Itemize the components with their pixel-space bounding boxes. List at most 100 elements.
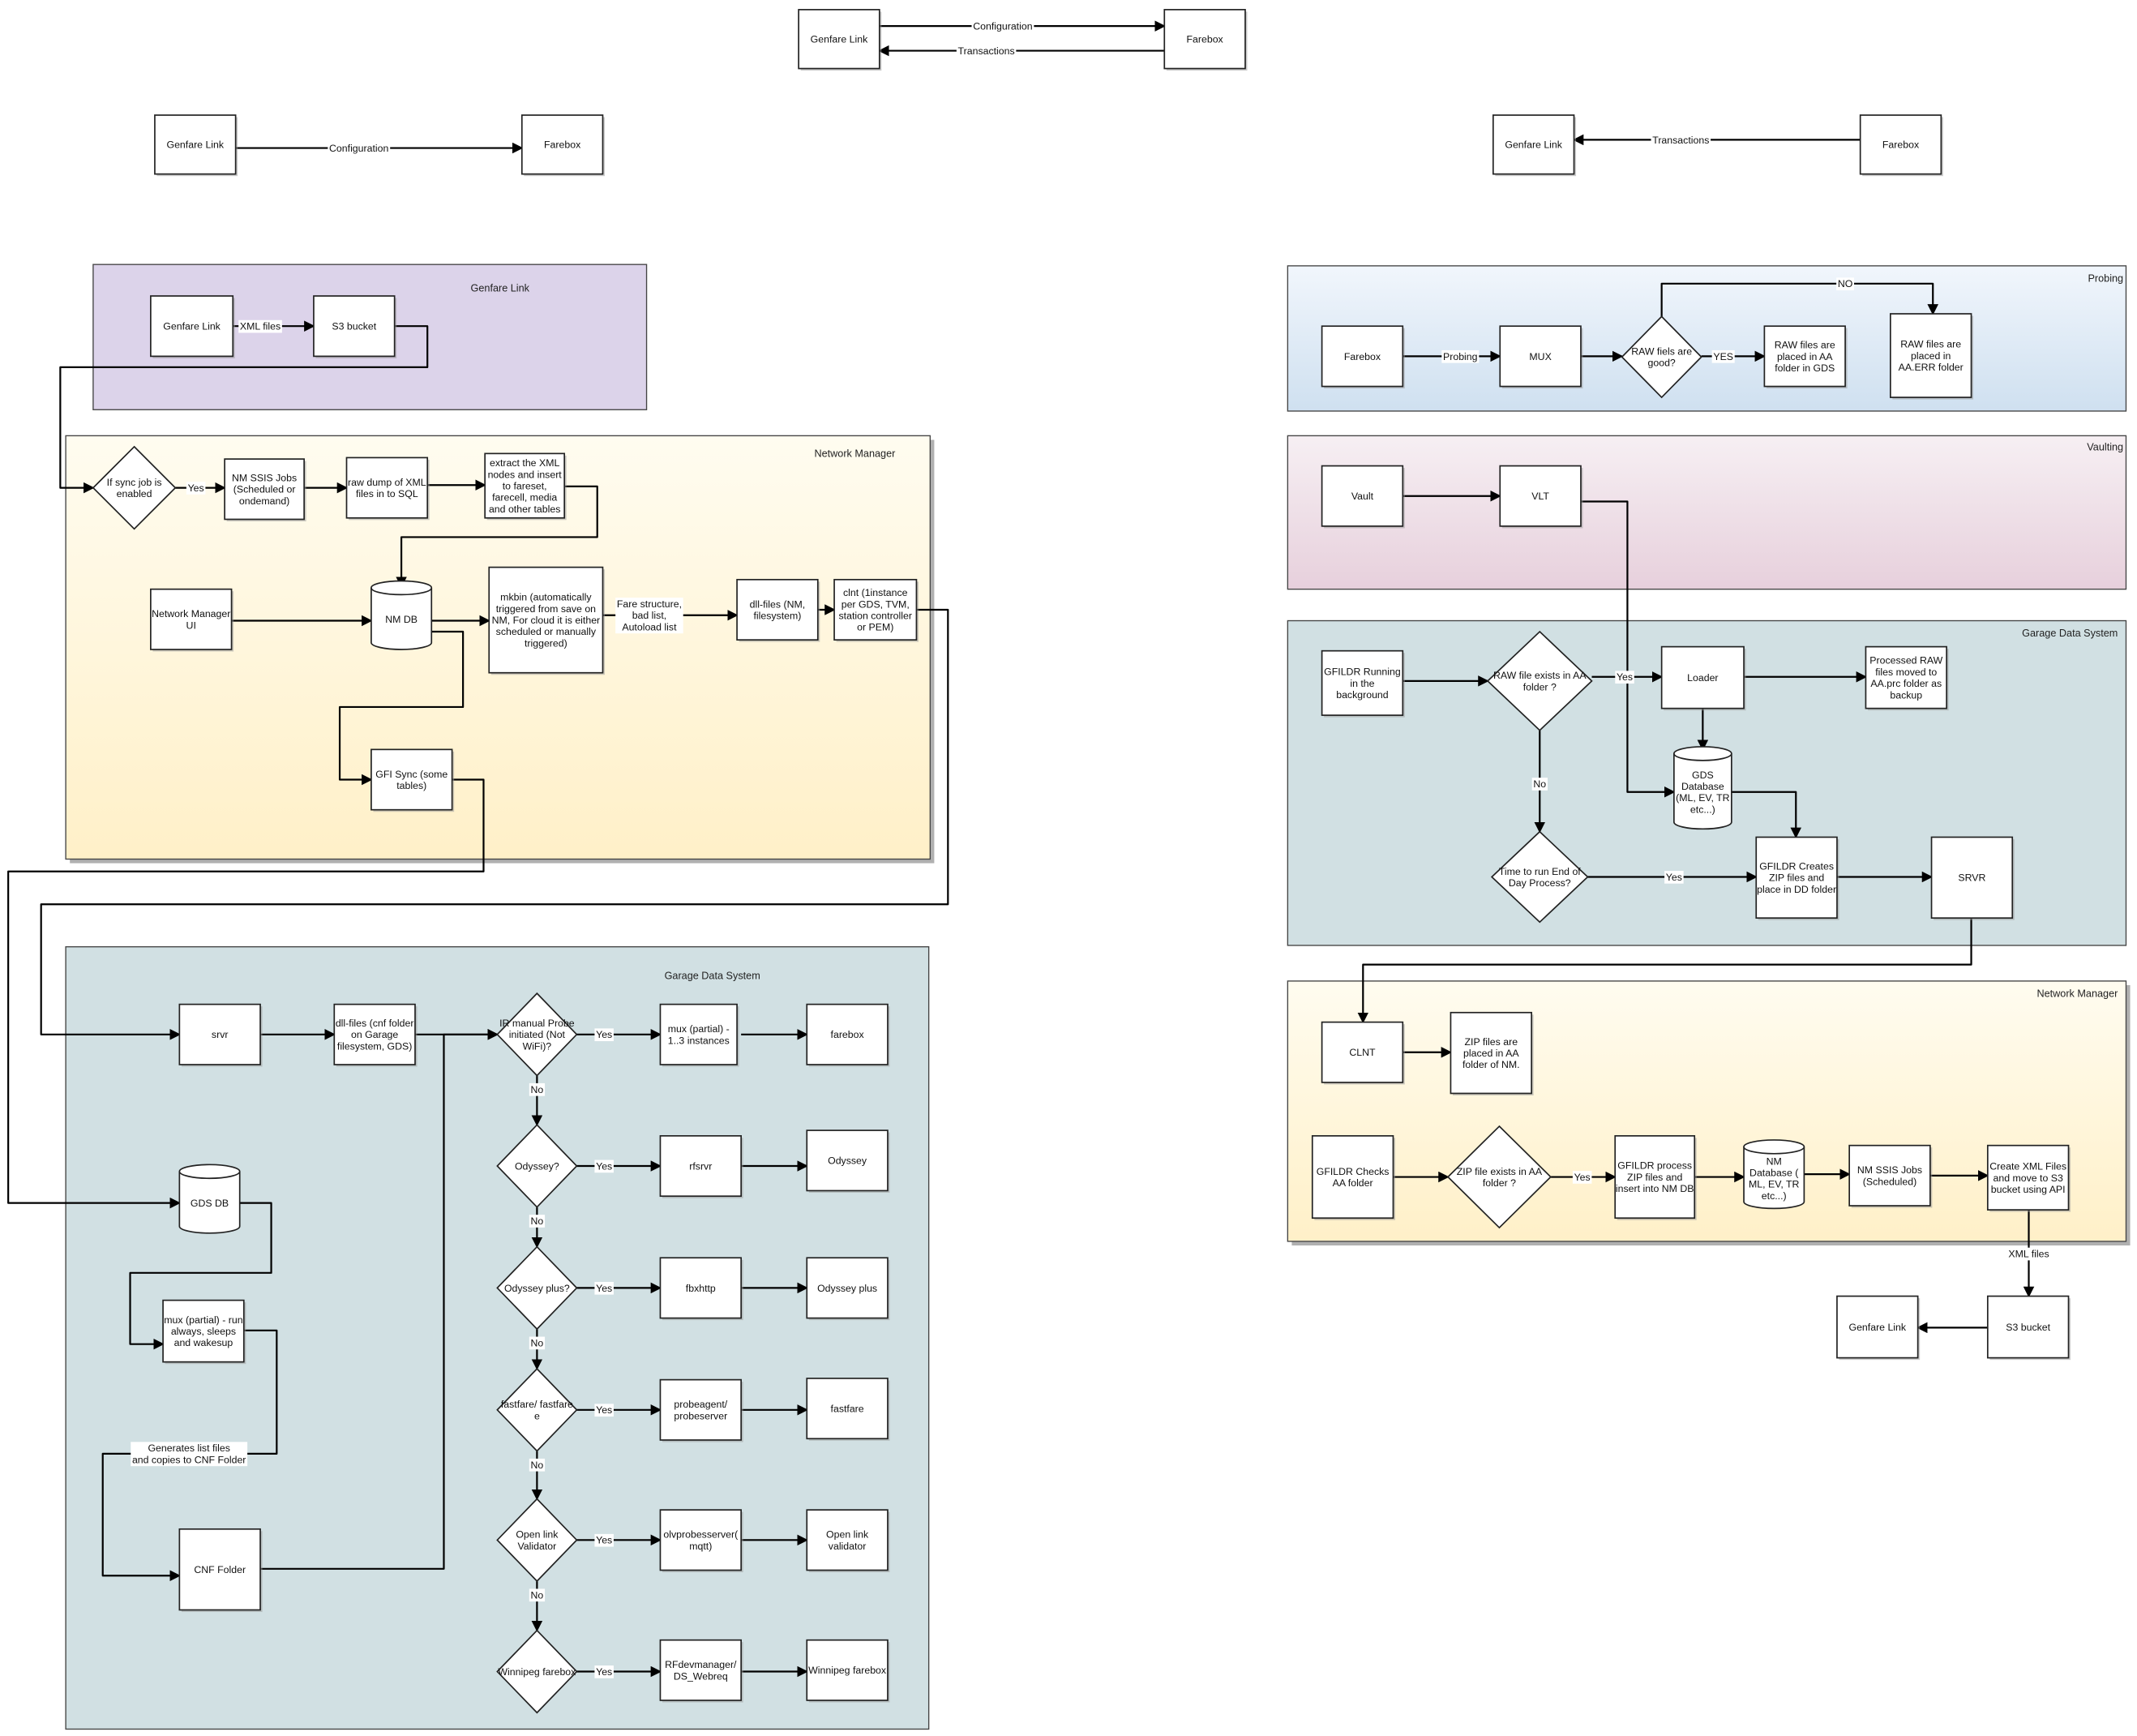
node-process-b_gl[interactable]: Genfare Link <box>1492 114 1577 177</box>
node-process-m_clnt[interactable]: CLNT <box>1321 1021 1405 1085</box>
edge-label-text: YES <box>1713 351 1733 362</box>
node-label-m_chk-line: AA folder <box>1333 1177 1373 1189</box>
node-process-t_fb[interactable]: Farebox <box>1163 9 1248 71</box>
node-process-m_ssis[interactable]: NM SSIS Jobs(Scheduled) <box>1848 1144 1933 1208</box>
node-label-s_db-line: etc...) <box>1690 804 1715 815</box>
node-process-g_cnf[interactable]: CNF Folder <box>178 1528 263 1613</box>
node-label-g_gdsdb-line: GDS DB <box>191 1198 229 1209</box>
node-process-g_mux[interactable]: mux (partial) -1..3 instances <box>659 1003 739 1067</box>
node-process-g_fb[interactable]: farebox <box>806 1003 890 1067</box>
container-title-probing: Probing <box>2088 272 2123 284</box>
node-process-s_loader[interactable]: Loader <box>1660 645 1746 711</box>
node-label-s_srvr-line: SRVR <box>1958 872 1985 884</box>
node-label-g_dll-line: on Garage <box>351 1029 398 1040</box>
node-process-g_odyp[interactable]: Odyssey plus <box>806 1257 890 1321</box>
node-process-b_fb[interactable]: Farebox <box>1859 114 1943 177</box>
edge-label-background <box>594 1533 614 1547</box>
node-process-g_srvr[interactable]: srvr <box>178 1003 263 1067</box>
node-process-g_probe[interactable]: probeagent/probeserver <box>659 1378 743 1442</box>
node-label-g_muxr-line: always, sleeps <box>171 1326 236 1337</box>
connector-arrow <box>260 1029 499 1570</box>
node-label-m_chk-line: GFILDR Checks <box>1317 1166 1390 1177</box>
node-label-g_rf-line: rfsrvr <box>689 1160 712 1172</box>
node-decision-g_d6[interactable]: Winnipeg farebox <box>496 1629 578 1714</box>
node-decision-g_d2[interactable]: Odyssey? <box>496 1124 578 1208</box>
edge-label-text-line: Yes <box>1617 671 1633 683</box>
node-label-s_proc-line: AA.prc folder as <box>1870 678 1942 689</box>
node-label-a_gl-line: Genfare Link <box>166 139 224 151</box>
node-label-g_mux-line: mux (partial) - <box>668 1023 730 1035</box>
edge-label-text-line: No <box>530 1460 543 1471</box>
node-process-g_olv[interactable]: olvprobesserver(mqtt) <box>659 1509 743 1573</box>
node-process-g_wf[interactable]: Winnipeg farebox <box>806 1639 890 1703</box>
node-label-m_proc-line: GFILDR process <box>1617 1160 1692 1172</box>
node-database-g_gdsdb[interactable]: GDS DB <box>178 1164 241 1234</box>
node-label-g_rf: rfsrvr <box>689 1160 712 1172</box>
edge-label-text: Yes <box>596 1029 612 1040</box>
node-label-n_mkbin-line: scheduled or manually <box>496 626 597 637</box>
node-label-s_run-line: in the <box>1350 678 1374 689</box>
edge-label-background <box>186 482 206 495</box>
node-process-t_gl[interactable]: Genfare Link <box>798 9 882 71</box>
node-process-a_gl[interactable]: Genfare Link <box>154 114 238 177</box>
node-database-n_db[interactable]: NM DB <box>370 580 433 650</box>
node-process-s_srvr[interactable]: SRVR <box>1930 836 2015 920</box>
node-process-g_rf[interactable]: rfsrvr <box>659 1135 743 1198</box>
node-process-m_gl[interactable]: Genfare Link <box>1836 1295 1921 1361</box>
node-label-g_olvv-line: Open link <box>826 1529 869 1541</box>
node-process-v_vault[interactable]: Vault <box>1321 465 1405 529</box>
node-process-m_s3[interactable]: S3 bucket <box>1986 1295 2071 1361</box>
node-process-n_dll[interactable]: dll-files (NM,filesystem) <box>736 578 820 642</box>
node-process-g_fbx[interactable]: fbxhttp <box>659 1257 743 1321</box>
node-process-p_s3[interactable]: S3 bucket <box>313 295 397 358</box>
node-process-g_rfd[interactable]: RFdevmanager/DS_Webreq <box>659 1639 743 1703</box>
node-process-g_ff[interactable]: fastfare <box>806 1378 890 1441</box>
node-label-n_dll-line: filesystem) <box>753 610 801 621</box>
container-nm2: Network Manager <box>1287 980 2131 1246</box>
node-process-v_vlt[interactable]: VLT <box>1499 465 1583 529</box>
node-decision-g_d3[interactable]: Odyssey plus? <box>496 1245 578 1331</box>
node-label-g_d2: Odyssey? <box>515 1160 559 1172</box>
node-process-r_fb[interactable]: Farebox <box>1321 325 1405 389</box>
node-label-g_d5-line: Open link <box>516 1529 559 1541</box>
edge-label-text: Yes <box>596 1283 612 1294</box>
node-process-g_ody[interactable]: Odyssey <box>806 1129 890 1193</box>
node-process-p_gl[interactable]: Genfare Link <box>150 295 235 358</box>
edge-label-background <box>238 319 282 333</box>
node-process-r_mux[interactable]: MUX <box>1499 325 1583 389</box>
node-process-a_fb[interactable]: Farebox <box>520 114 606 177</box>
edge-label-text-line: Configuration <box>329 143 388 154</box>
node-label-g_ff: fastfare <box>831 1403 864 1414</box>
